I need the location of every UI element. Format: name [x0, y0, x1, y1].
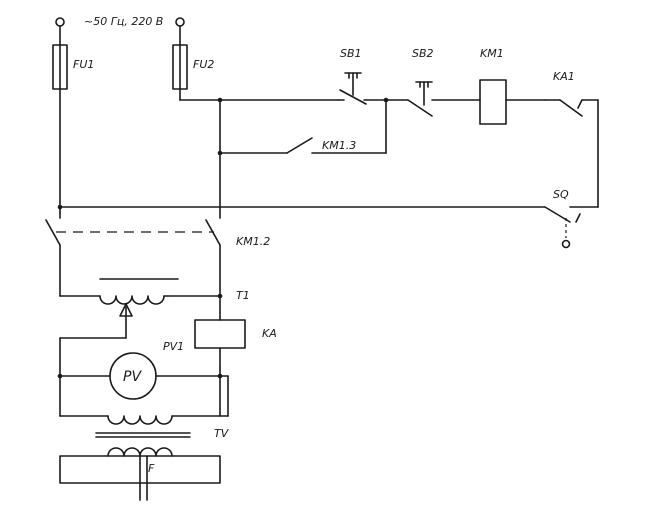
sq-actuator-roller — [561, 239, 571, 249]
t1-label: T1 — [236, 289, 250, 302]
tv-secondary-winding — [107, 447, 173, 457]
ka1-label: KA1 — [553, 70, 575, 83]
supply-terminal-right — [175, 17, 185, 27]
t1-winding — [99, 295, 165, 305]
ka1-contact — [559, 99, 583, 117]
tv-label: TV — [214, 427, 230, 440]
junction-pv-right — [217, 373, 223, 379]
fu2-label: FU2 — [193, 58, 214, 71]
pv-meter-label: PV — [123, 369, 142, 385]
coil-km1 — [479, 79, 507, 125]
sq-label: SQ — [553, 188, 569, 201]
pv1-label: PV1 — [163, 340, 184, 353]
supply-terminal-left — [55, 17, 65, 27]
coil-ka — [194, 319, 246, 349]
fu1-label: FU1 — [73, 58, 94, 71]
sq-stop — [575, 213, 581, 223]
tv-primary-winding — [107, 415, 173, 425]
km12-contact-left — [45, 219, 61, 246]
km12-label: KM1.2 — [236, 235, 270, 248]
km13-contact — [286, 137, 313, 154]
supply-label: ~50 Гц, 220 В — [84, 15, 163, 28]
km1-label: KM1 — [480, 47, 504, 60]
sb2-label: SB2 — [412, 47, 434, 60]
ka1-stop — [577, 99, 583, 109]
ka-label: KA — [262, 327, 277, 340]
sb2-contact — [407, 99, 433, 117]
junction-pv-left — [57, 373, 63, 379]
f-label: F — [148, 462, 155, 475]
sb1-contact — [339, 89, 367, 105]
t1-slider-arrow — [119, 303, 133, 317]
km13-label: KM1.3 — [322, 139, 356, 152]
sb1-label: SB1 — [340, 47, 362, 60]
